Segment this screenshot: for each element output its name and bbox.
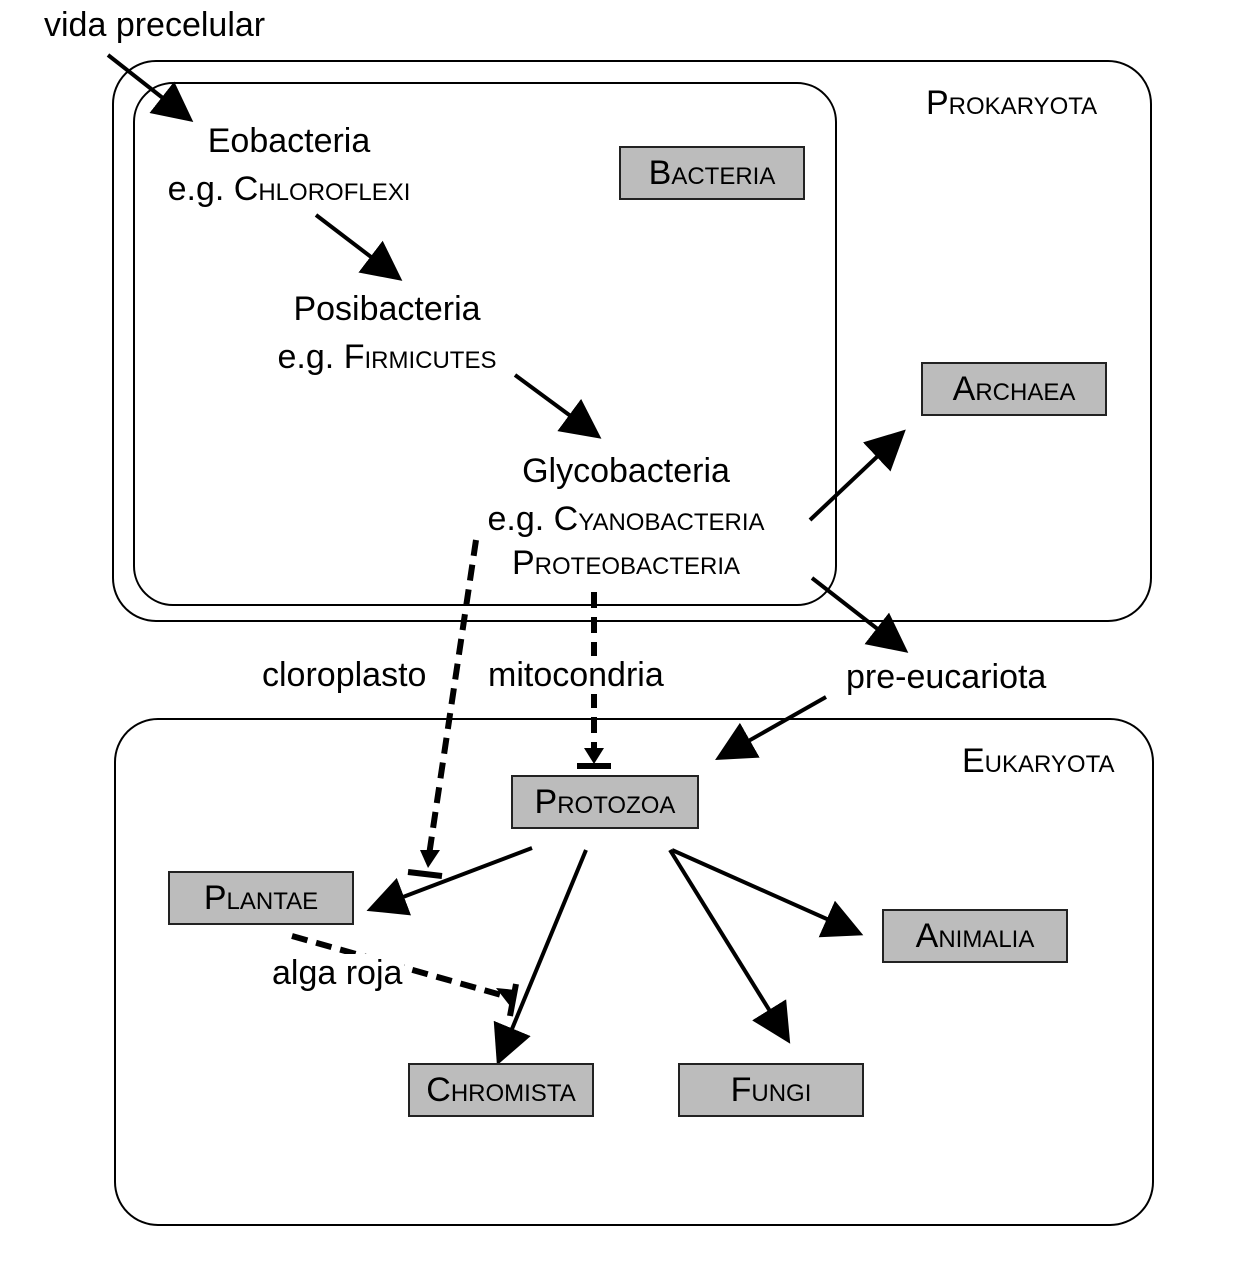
arrow-eobacteria-to-posibacteria [314, 213, 403, 281]
eobacteria-example: e.g. Chloroflexi [168, 172, 411, 206]
glycobacteria-name: Glycobacteria [522, 452, 730, 490]
bacteria-label: Bacteria [648, 153, 776, 192]
arrow-posibacteria-to-glycobacteria [513, 373, 602, 439]
arrow-precellular-to-eobacteria [106, 53, 194, 122]
posibacteria-example-name: Firmicutes [343, 338, 497, 376]
fungi-label: Fungi [730, 1070, 812, 1109]
precellular-life-label: vida precelular [44, 6, 266, 44]
prokaryota-frame [112, 60, 1152, 622]
chloroplast-bar [407, 869, 443, 879]
red-alga-bar [507, 983, 519, 1017]
chloroplast-label: cloroplasto [260, 656, 429, 694]
chromista-label: Chromista [426, 1070, 576, 1109]
mitochondria-arrowhead [584, 748, 604, 764]
red-alga-label: alga roja [270, 954, 405, 992]
eukaryota-title: Eukaryota [962, 742, 1115, 780]
animalia-label: Animalia [915, 916, 1035, 955]
eobacteria-example-name: Chloroflexi [233, 170, 411, 208]
plantae-box: Plantae [168, 871, 354, 925]
red-alga-text: alga roja [270, 954, 405, 992]
arrow-glycobacteria-to-archaea [808, 429, 906, 522]
prokaryota-title: Prokaryota [926, 84, 1098, 122]
mitochondria-label: mitocondria [486, 656, 666, 694]
chromista-box: Chromista [408, 1063, 594, 1117]
posibacteria-example-prefix: e.g. [277, 338, 344, 376]
dashed-chloroplast-line [425, 539, 479, 863]
glycobacteria-example-name: Cyanobacteria [553, 500, 765, 538]
protozoa-label: Protozoa [534, 782, 676, 821]
animalia-box: Animalia [882, 909, 1068, 963]
posibacteria-example: e.g. Firmicutes [278, 340, 497, 374]
mitochondria-text: mitocondria [486, 656, 666, 694]
glycobacteria-example: e.g. Cyanobacteria [488, 502, 765, 536]
posibacteria-name: Posibacteria [293, 290, 481, 328]
fungi-box: Fungi [678, 1063, 864, 1117]
eobacteria-name: Eobacteria [207, 122, 371, 160]
arrow-protozoa-to-chromista [493, 849, 588, 1066]
preeukaryote-label: pre-eucariota [846, 658, 1047, 696]
chloroplast-arrowhead [420, 850, 440, 868]
eobacteria-example-prefix: e.g. [167, 170, 234, 208]
protozoa-box: Protozoa [511, 775, 699, 829]
bacteria-frame [133, 82, 837, 606]
archaea-box: Archaea [921, 362, 1107, 416]
arrow-protozoa-to-plantae [366, 846, 533, 916]
glycobacteria-example-prefix: e.g. [487, 500, 554, 538]
plantae-label: Plantae [203, 878, 319, 917]
arrow-protozoa-to-animalia [671, 848, 864, 938]
chloroplast-text: cloroplasto [260, 656, 429, 694]
arrow-protozoa-to-fungi [668, 848, 791, 1044]
eukaryota-frame [114, 718, 1154, 1226]
arrow-preeukaryote-to-protozoa [715, 695, 827, 760]
archaea-label: Archaea [952, 369, 1076, 408]
bacteria-box: Bacteria [619, 146, 805, 200]
glycobacteria-example-2: Proteobacteria [511, 544, 741, 582]
arrow-glycobacteria-to-preeukaryote [810, 576, 909, 653]
